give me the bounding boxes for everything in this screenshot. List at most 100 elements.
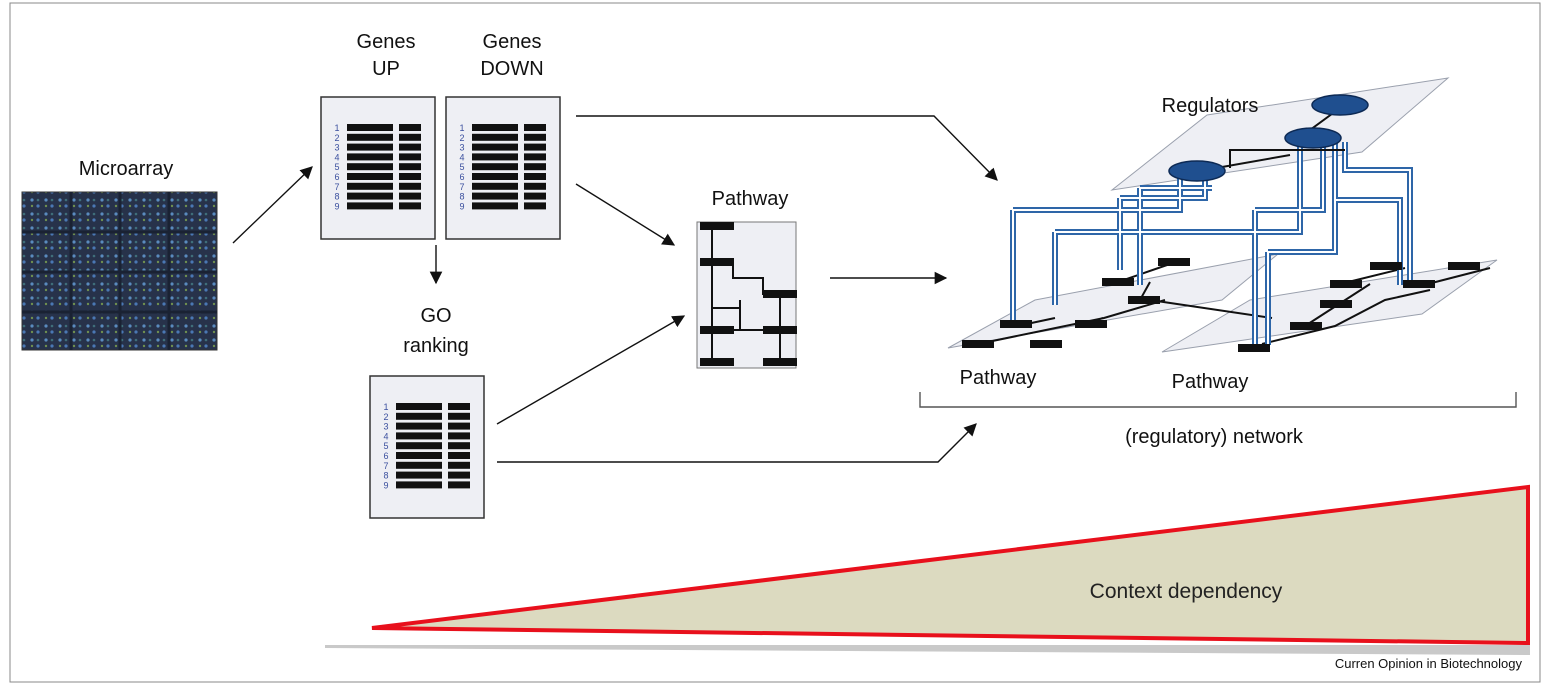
microarray-label: Microarray	[79, 158, 173, 180]
genes-up-score-bar	[399, 173, 421, 180]
genes-down-score-bar	[524, 153, 546, 161]
genes-up-gene-bar	[347, 124, 393, 131]
genes-down-gene-bar	[472, 163, 518, 171]
microarray-image	[21, 191, 218, 351]
genes-down-score-bar	[524, 173, 546, 180]
network-label: (regulatory) network	[1125, 426, 1304, 448]
genes-down-rank-number: 5	[459, 162, 464, 172]
go-ranking-gene-bar	[396, 481, 442, 489]
genes-down-rank-number: 7	[459, 182, 464, 192]
figure-border	[9, 2, 1541, 683]
pathway-left-label: Pathway	[960, 367, 1037, 389]
genes-up-score-bar	[399, 192, 421, 200]
go-ranking-gene-bar	[396, 471, 442, 479]
genes-down-score-bar	[524, 163, 546, 171]
genes-down-rank-number: 2	[459, 133, 464, 143]
genes-up-gene-bar	[347, 133, 393, 141]
genes-down-gene-bar	[472, 143, 518, 151]
genes-up-rank-number: 8	[334, 192, 339, 202]
genes-down-rank-number: 6	[459, 172, 464, 182]
go-ranking-score-bar	[448, 442, 470, 450]
genes-down-rank-number: 8	[459, 192, 464, 202]
go-ranking-score-bar	[448, 432, 470, 440]
genes-down-rank-number: 4	[459, 152, 464, 162]
pathway-center-label: Pathway	[712, 188, 789, 210]
genes-down-gene-bar	[472, 202, 518, 210]
go-ranking-score-bar	[448, 452, 470, 459]
genes-down-gene-bar	[472, 173, 518, 180]
pathway-diagram	[696, 221, 797, 369]
go-ranking-rank-number: 9	[383, 480, 388, 490]
regulatory-network: Regulators	[919, 77, 1517, 448]
go-ranking-rank-number: 4	[383, 431, 388, 441]
genes-up-score-bar	[399, 182, 421, 190]
genes-down-score-bar	[524, 143, 546, 151]
arrow-microarray-to-genes	[232, 166, 313, 244]
genes-up-score-bar	[399, 143, 421, 151]
go-ranking-score-bar	[448, 481, 470, 489]
regulator-node-3	[1168, 160, 1226, 182]
genes-down-label-line1: Genes	[483, 31, 542, 53]
genes-down-rank-number: 9	[459, 201, 464, 211]
genes-up-gene-bar	[347, 182, 393, 190]
workflow-arrows	[232, 115, 998, 463]
go-ranking-gene-bar	[396, 422, 442, 430]
regulator-node-1	[1311, 94, 1369, 116]
genes-down-score-bar	[524, 124, 546, 131]
context-dependency-wedge	[371, 484, 1530, 646]
arrow-genes-to-pathway	[575, 183, 676, 246]
go-ranking-gene-bar	[396, 461, 442, 469]
context-dependency-label: Context dependency	[1090, 580, 1283, 603]
genes-up-score-bar	[399, 163, 421, 171]
genes-up-rank-number: 7	[334, 182, 339, 192]
go-ranking-gene-bar	[396, 403, 442, 410]
genes-down-score-bar	[524, 133, 546, 141]
genes-down-rank-number: 3	[459, 143, 464, 153]
network-gene-blocks	[962, 258, 1480, 352]
wedge-shadow	[325, 645, 1530, 655]
go-ranking-rank-number: 3	[383, 422, 388, 432]
genes-up-gene-bar	[347, 192, 393, 200]
genes-up-score-bar	[399, 153, 421, 161]
genes-up-rank-number: 5	[334, 162, 339, 172]
genes-down-score-bar	[524, 182, 546, 190]
genes-up-gene-bar	[347, 202, 393, 210]
genes-down-rank-number: 1	[459, 123, 464, 133]
genes-up-gene-bar	[347, 143, 393, 151]
go-label-line2: ranking	[403, 335, 469, 357]
pathway-right-label: Pathway	[1172, 371, 1249, 393]
network-bracket	[919, 392, 1517, 408]
genes-up-score-bar	[399, 124, 421, 131]
genes-up-rank-number: 1	[334, 123, 339, 133]
genes-down-gene-bar	[472, 182, 518, 190]
genes-down-gene-bar	[472, 133, 518, 141]
go-ranking-gene-bar	[396, 412, 442, 420]
genes-up-gene-bar	[347, 163, 393, 171]
go-ranking-rank-number: 2	[383, 412, 388, 422]
regulators-label: Regulators	[1162, 95, 1259, 117]
genes-up-label-line2: UP	[372, 58, 400, 80]
regulator-node-2	[1284, 127, 1342, 149]
genes-up-score-bar	[399, 133, 421, 141]
genes-up-rank-number: 9	[334, 201, 339, 211]
genes-down-score-bar	[524, 192, 546, 200]
go-ranking-rank-number: 5	[383, 441, 388, 451]
genes-down-label-line2: DOWN	[480, 58, 543, 80]
go-ranking-score-bar	[448, 403, 470, 410]
genes-down-gene-bar	[472, 192, 518, 200]
go-ranking-gene-bar	[396, 432, 442, 440]
arrow-go-to-network	[497, 423, 977, 463]
arrow-go-to-pathway	[496, 315, 686, 425]
genes-up-gene-bar	[347, 173, 393, 180]
genes-up-score-bar	[399, 202, 421, 210]
genes-up-rank-number: 3	[334, 143, 339, 153]
go-ranking-rank-number: 7	[383, 461, 388, 471]
journal-credit: Curren Opinion in Biotechnology	[1335, 656, 1523, 671]
genes-up-label-line1: Genes	[357, 31, 416, 53]
go-ranking-score-bar	[448, 461, 470, 469]
go-ranking-rank-number: 1	[383, 402, 388, 412]
